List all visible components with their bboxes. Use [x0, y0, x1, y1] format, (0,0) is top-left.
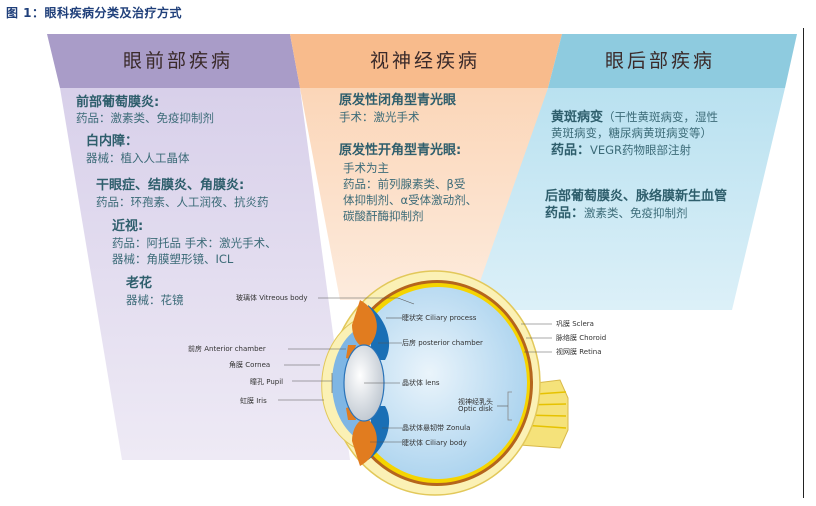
label-sclera: 巩膜 Sclera [556, 320, 594, 328]
treatment-label: 药品： [551, 143, 591, 158]
label-anterior-chamber: 前房 Anterior chamber [188, 345, 266, 353]
label-choroid: 脉络膜 Choroid [556, 334, 607, 342]
left-panel-header [47, 34, 300, 88]
eye-diagram [278, 270, 569, 496]
treatment-myopia: 药品：阿托品 手术：激光手术、 [112, 236, 277, 250]
treatment-myopia-devices: 器械：角膜塑形镜、ICL [112, 252, 234, 266]
section-header-anterior: 眼前部疾病 [122, 50, 233, 72]
label-vitreous-body: 玻璃体 Vitreous body [236, 294, 308, 302]
label-ciliary-body: 睫状体 Ciliary body [402, 439, 467, 447]
label-optic-disk-cn: 视神经乳头 [458, 398, 493, 406]
treatment-value: 激素类、免疫抑制剂 [584, 206, 688, 220]
disease-anterior-uveitis: 前部葡萄膜炎: [76, 95, 160, 110]
figure-title: 图 1：眼科疾病分类及治疗方式 [6, 6, 183, 20]
treatment-value: VEGR药物眼部注射 [590, 143, 692, 157]
disease-macular-degeneration: 黄斑病变（干性黄斑病变，湿性 [551, 110, 718, 125]
treatment-open-angle-drugs-1: 药品：前列腺素类、β受 [343, 177, 466, 191]
macular-note-cont: 黄斑病变，糖尿病黄斑病变等） [551, 126, 712, 140]
section-header-optic-nerve: 视神经疾病 [369, 50, 480, 72]
treatment-cataract: 器械：植入人工晶体 [86, 151, 190, 165]
label-pupil: 瞳孔 Pupil [250, 378, 284, 386]
label-lens: 晶状体 lens [402, 379, 440, 387]
disease-open-angle-glaucoma: 原发性开角型青光眼: [339, 143, 462, 158]
macular-note: （干性黄斑病变，湿性 [603, 110, 719, 124]
section-header-posterior: 眼后部疾病 [604, 50, 715, 72]
disease-cataract: 白内障： [86, 134, 139, 149]
treatment-presbyopia: 器械：花镜 [126, 293, 184, 307]
label-posterior-chamber: 后房 posterior chamber [402, 339, 483, 347]
treatment-open-angle-drugs-3: 碳酸酐酶抑制剂 [343, 209, 424, 223]
label-iris: 虹膜 Iris [240, 397, 267, 405]
label-cornea: 角膜 Cornea [229, 361, 271, 369]
treatment-dry-eye: 药品：环孢素、人工润夜、抗炎药 [96, 195, 269, 209]
disease-myopia: 近视: [112, 219, 144, 234]
treatment-open-angle-drugs-2: 体抑制剂、α受体激动剂、 [343, 193, 478, 207]
left-panel-body [60, 88, 350, 460]
label-ciliary-process: 睫状突 Ciliary process [402, 314, 477, 322]
disease-dry-eye: 干眼症、结膜炎、角膜炎: [96, 178, 245, 193]
label-retina: 视网膜 Retina [556, 348, 602, 356]
disease-angle-closure-glaucoma: 原发性闭角型青光眼 [339, 93, 457, 108]
treatment-posterior-uveitis: 药品：激素类、免疫抑制剂 [545, 206, 688, 221]
label-optic-disk-en: Optic disk [458, 405, 493, 413]
treatment-label: 药品： [545, 206, 585, 221]
disease-posterior-uveitis: 后部葡萄膜炎、脉络膜新生血管 [545, 189, 728, 204]
treatment-anterior-uveitis: 药品：激素类、免疫抑制剂 [76, 111, 214, 125]
treatment-angle-closure-glaucoma: 手术：激光手术 [339, 110, 420, 124]
right-border-rule [803, 28, 804, 498]
label-zonula: 晶状体悬韧带 Zonula [402, 424, 471, 432]
disease-presbyopia: 老花 [126, 276, 153, 291]
macular-disease-name: 黄斑病变 [551, 110, 604, 125]
treatment-macular: 药品：VEGR药物眼部注射 [551, 143, 691, 158]
treatment-open-angle-surgery: 手术为主 [343, 161, 389, 175]
